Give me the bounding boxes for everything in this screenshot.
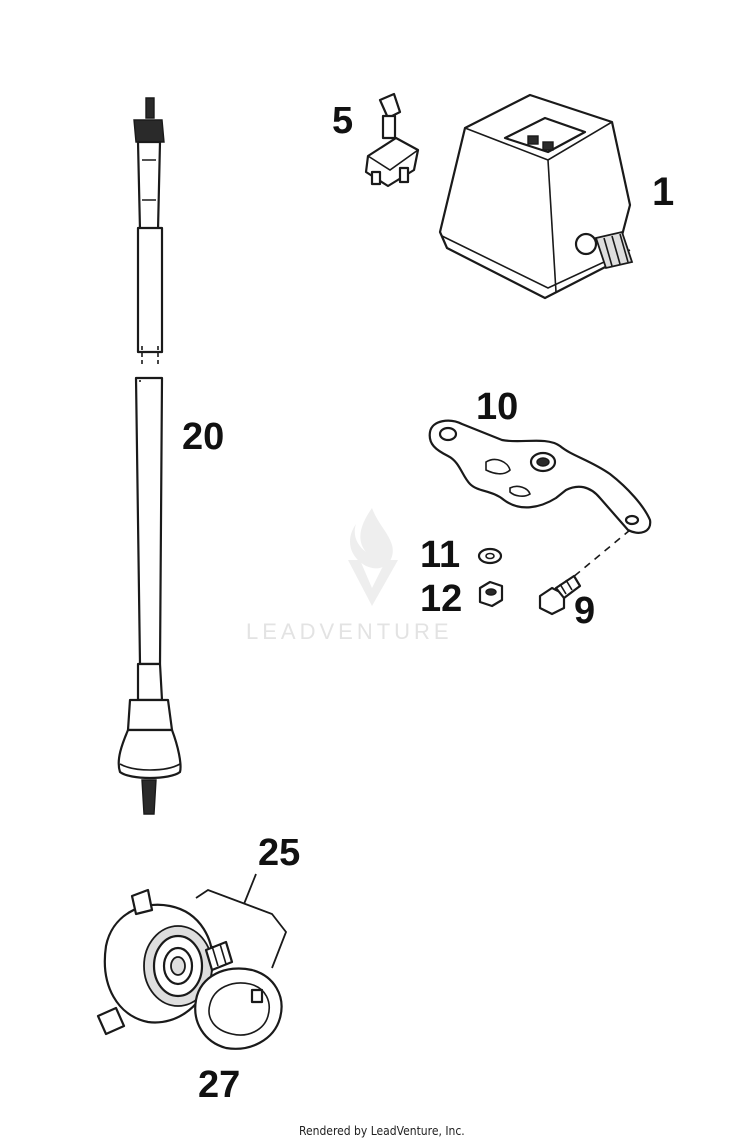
leadventure-watermark-text: LEADVENTURE <box>246 619 453 644</box>
callout-12: 12 <box>420 578 463 620</box>
speedometer-drive-part <box>96 888 234 1036</box>
switch-part <box>364 92 420 188</box>
bolt-part <box>538 574 582 616</box>
callout-10: 10 <box>476 386 519 428</box>
callout-25: 25 <box>258 832 301 874</box>
speedometer-housing-part <box>438 93 634 300</box>
leadventure-watermark-logo <box>348 508 398 606</box>
washer-part <box>477 547 503 565</box>
speedometer-cable-part <box>117 97 182 815</box>
render-credit-footer: Rendered by LeadVenture, Inc. <box>299 1124 465 1138</box>
bolt-leader-line <box>571 529 631 579</box>
nut-part <box>478 580 504 608</box>
callout-9: 9 <box>574 590 596 632</box>
drive-leader-lines <box>195 873 288 969</box>
callout-5: 5 <box>332 100 354 142</box>
mounting-bracket-part <box>428 419 652 534</box>
callout-20: 20 <box>182 416 225 458</box>
callout-11: 11 <box>420 534 461 576</box>
callout-1: 1 <box>652 170 675 214</box>
callout-27: 27 <box>198 1064 241 1106</box>
drive-ring-part <box>194 967 283 1050</box>
